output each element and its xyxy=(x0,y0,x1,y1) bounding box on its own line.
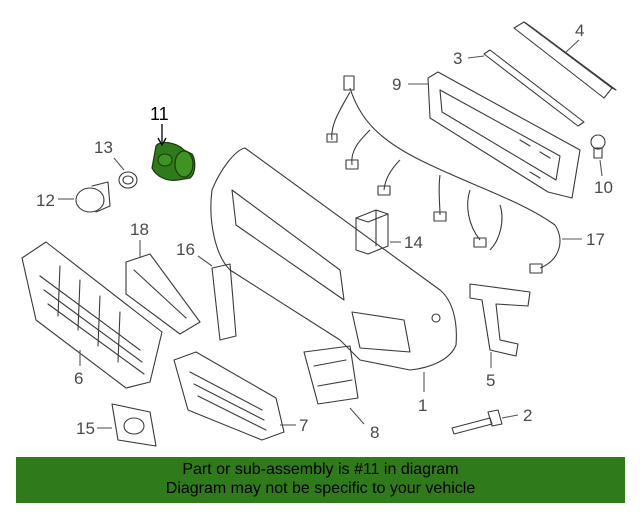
part-18-panel[interactable] xyxy=(125,253,201,335)
callout-8: 8 xyxy=(370,423,379,442)
part-14-control-module[interactable] xyxy=(355,209,389,255)
callout-4: 4 xyxy=(575,21,584,40)
part-7-grille-insert[interactable] xyxy=(173,351,285,441)
callout-17: 17 xyxy=(586,230,605,249)
callout-15: 15 xyxy=(76,419,95,438)
part-8-bracket-panel[interactable] xyxy=(303,345,359,405)
callout-9: 9 xyxy=(392,75,401,94)
callout-7: 7 xyxy=(299,416,308,435)
part-4-reinforcement-bar[interactable] xyxy=(513,21,617,99)
part-13-ring[interactable] xyxy=(118,171,138,189)
banner-line-2: Diagram may not be specific to your vehi… xyxy=(165,480,476,497)
leader-line-3 xyxy=(467,55,485,59)
banner-line-1: Part or sub-assembly is #11 in diagram xyxy=(182,461,459,478)
callout-10: 10 xyxy=(594,178,613,197)
part-5-side-bracket[interactable] xyxy=(469,283,531,357)
leader-line-13 xyxy=(113,157,125,171)
part-1-bumper-cover[interactable] xyxy=(210,147,457,371)
part-12-sensor-housing[interactable] xyxy=(75,181,111,213)
callout-12: 12 xyxy=(36,191,55,210)
callout-13: 13 xyxy=(94,138,113,157)
part-16-mounting-strip[interactable] xyxy=(211,263,237,341)
leader-arrow-11 xyxy=(157,137,167,147)
info-banner: Part or sub-assembly is #11 in diagram D… xyxy=(16,457,625,503)
leader-line-2 xyxy=(501,414,519,419)
callout-6: 6 xyxy=(74,369,83,388)
callout-14: 14 xyxy=(404,233,423,252)
parts-diagram: 4 3 9 10 17 14 xyxy=(21,21,617,447)
callout-1: 1 xyxy=(418,396,427,415)
leader-line-10 xyxy=(599,159,603,177)
leader-line-16 xyxy=(197,255,213,267)
callout-16: 16 xyxy=(176,240,195,259)
leader-line-4 xyxy=(565,39,580,53)
callout-18: 18 xyxy=(130,220,149,239)
leader-line-8 xyxy=(349,407,365,425)
part-9-bracket[interactable] xyxy=(427,71,581,199)
part-2-fastener[interactable] xyxy=(451,409,503,435)
part-6-grille[interactable] xyxy=(21,241,163,389)
callout-3: 3 xyxy=(453,49,462,68)
callout-11: 11 xyxy=(150,104,169,124)
part-17-wiring-harness[interactable] xyxy=(326,75,561,274)
callout-2: 2 xyxy=(523,406,532,425)
callout-5: 5 xyxy=(486,371,495,390)
part-15-trim-ring[interactable] xyxy=(111,403,157,447)
part-3-strip[interactable] xyxy=(483,49,585,127)
part-11-parking-sensor[interactable] xyxy=(151,141,196,181)
part-10-bolt[interactable] xyxy=(590,134,606,159)
